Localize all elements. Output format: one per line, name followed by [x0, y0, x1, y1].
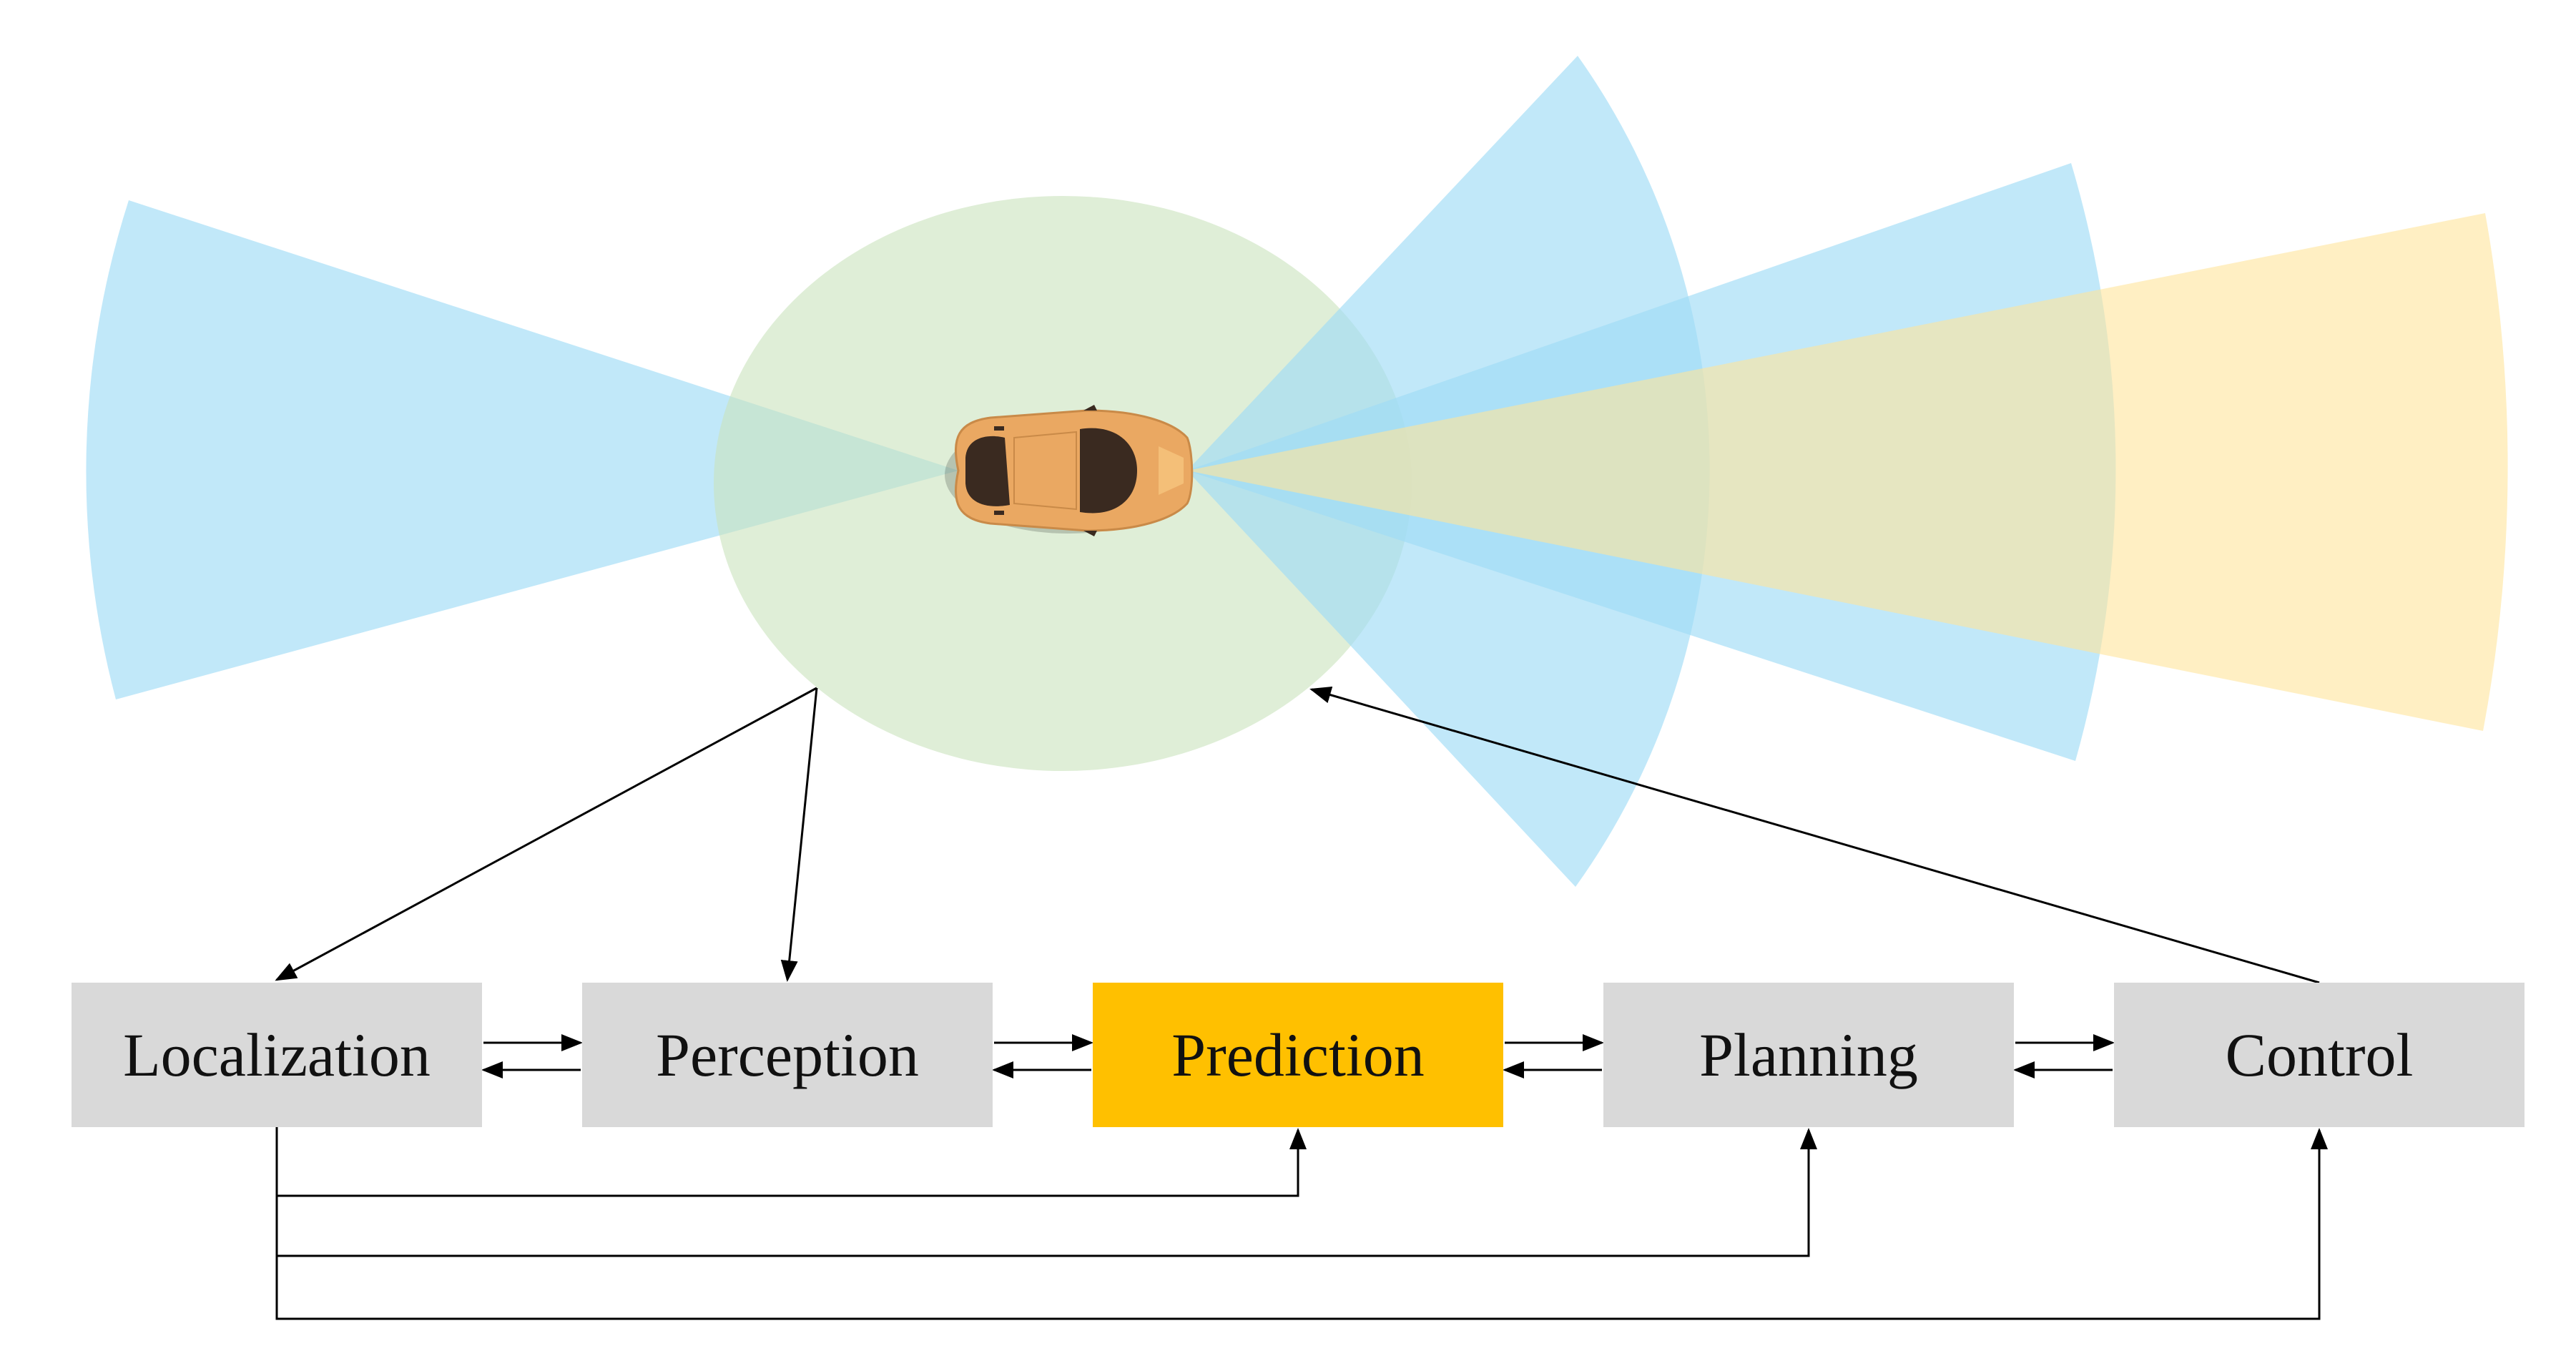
connection-layer [275, 687, 2328, 1320]
arrow-sensors-to-perception [780, 687, 818, 982]
car-top-view-icon [945, 405, 1194, 536]
module-prediction[interactable]: Prediction [1093, 983, 1503, 1127]
sensor-zones [86, 56, 2508, 887]
module-perception-label: Perception [656, 1021, 919, 1089]
module-control[interactable]: Control [2114, 983, 2525, 1127]
module-planning-label: Planning [1699, 1021, 1918, 1089]
arrow-sensors-to-localization [275, 687, 817, 981]
arrow-control-to-vehicle [1309, 687, 2320, 984]
arrow-localization-to-control [275, 1127, 2328, 1320]
module-localization-label: Localization [123, 1021, 431, 1089]
rear-sensor-fan [86, 200, 958, 699]
module-perception[interactable]: Perception [582, 983, 993, 1127]
module-prediction-label: Prediction [1171, 1021, 1425, 1089]
arrow-localization-to-prediction [275, 1127, 1307, 1197]
arrow-localization-to-planning [275, 1127, 1817, 1257]
module-planning[interactable]: Planning [1603, 983, 2014, 1127]
module-control-label: Control [2225, 1021, 2414, 1089]
module-localization[interactable]: Localization [72, 983, 482, 1127]
front-long-range-sensor-fan [1187, 213, 2508, 731]
